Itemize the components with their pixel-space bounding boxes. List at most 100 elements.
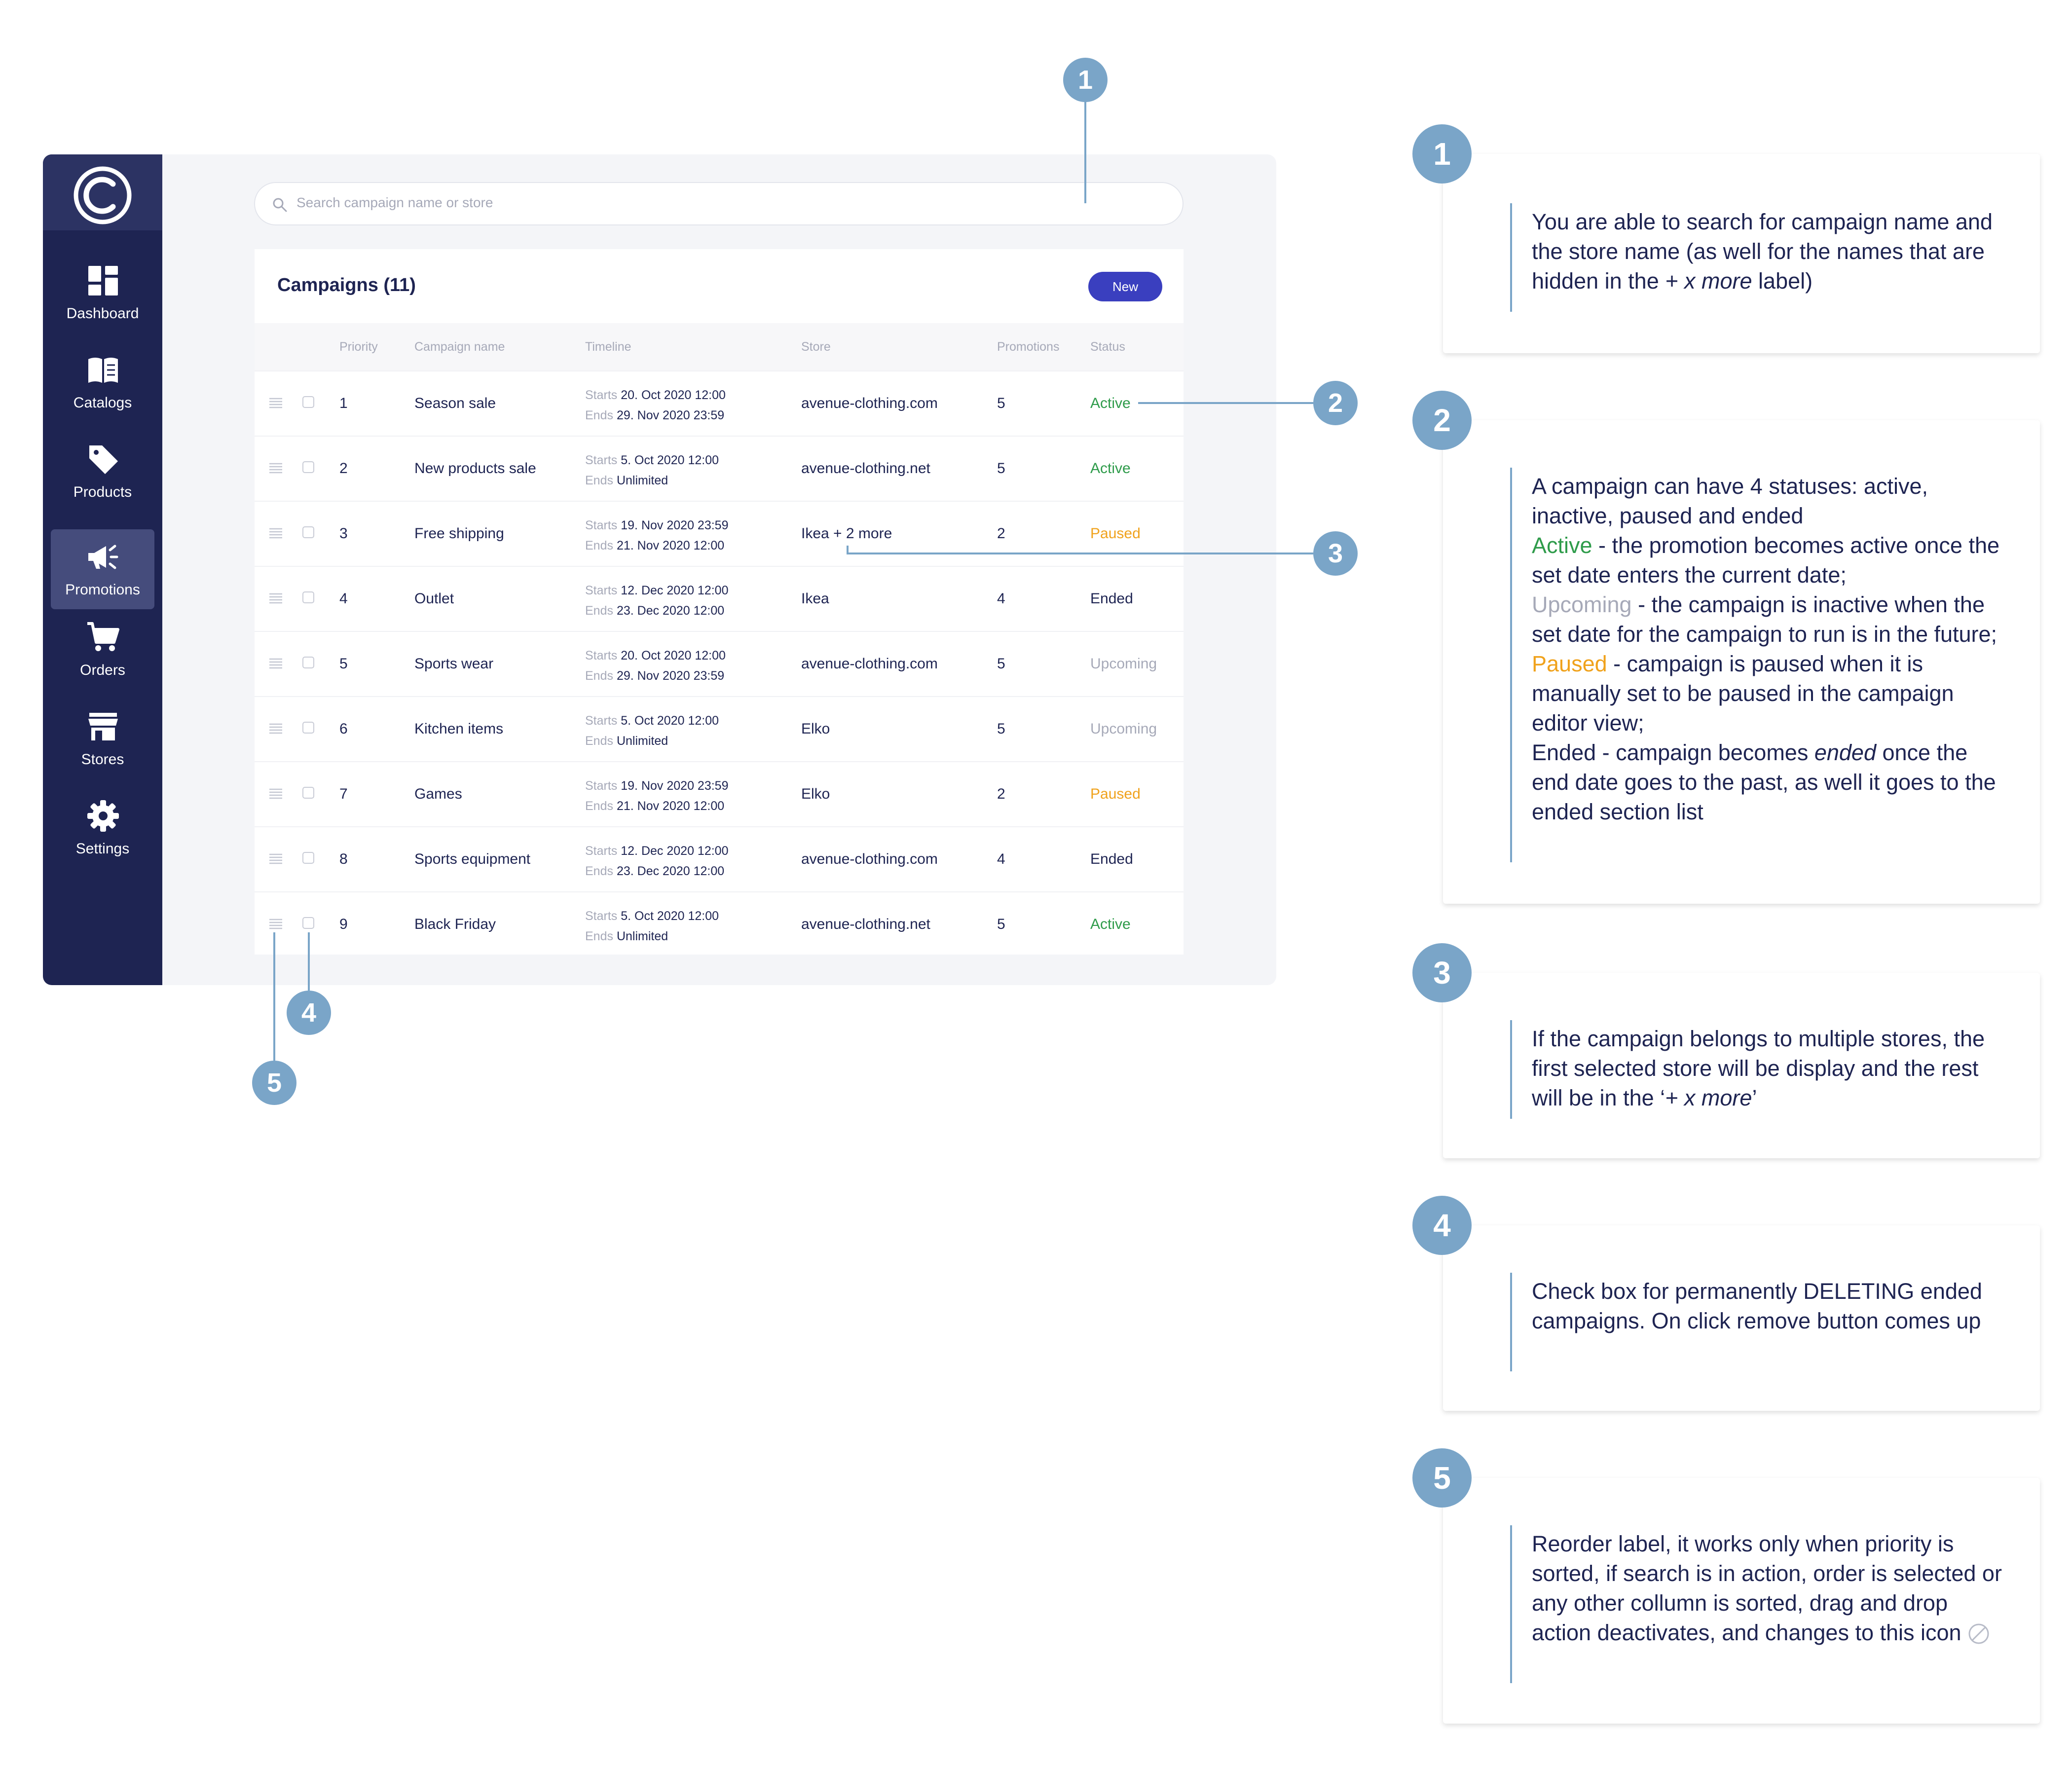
nav-promotions[interactable]: Promotions <box>51 529 154 609</box>
drag-handle-icon[interactable] <box>268 397 283 409</box>
campaign-name-cell[interactable]: Free shipping <box>414 525 504 542</box>
callout-4: 4 <box>287 991 331 1035</box>
note-5-text-wrap: Reorder label, it works only when priori… <box>1532 1529 2010 1648</box>
nav-stores[interactable]: Stores <box>51 699 154 779</box>
starts-value: 20. Oct 2020 12:00 <box>621 388 726 402</box>
campaign-name-cell[interactable]: Kitchen items <box>414 721 504 737</box>
col-store[interactable]: Store <box>801 340 831 354</box>
campaign-name-cell[interactable]: Games <box>414 786 462 802</box>
promotions-cell: 2 <box>997 786 1005 802</box>
note-3: If the campaign belongs to multiple stor… <box>1443 973 2040 1158</box>
nav-catalogs[interactable]: Catalogs <box>51 342 154 422</box>
campaign-name-cell[interactable]: Outlet <box>414 590 454 607</box>
nav-orders[interactable]: Orders <box>51 610 154 690</box>
col-priority[interactable]: Priority <box>339 340 378 354</box>
col-campaign-name[interactable]: Campaign name <box>414 340 505 354</box>
store-cell: avenue-clothing.com <box>801 395 938 411</box>
drag-handle-icon[interactable] <box>268 592 283 604</box>
new-campaign-button[interactable]: New <box>1088 272 1162 301</box>
drag-handle-icon[interactable] <box>268 658 283 669</box>
campaigns-card: Campaigns (11) New Priority Campaign nam… <box>255 249 1184 955</box>
row-checkbox[interactable] <box>302 657 314 668</box>
drag-handle-icon[interactable] <box>268 723 283 735</box>
status-badge: Upcoming <box>1090 656 1157 672</box>
nav-dashboard[interactable]: Dashboard <box>51 253 154 333</box>
note-badge-2: 2 <box>1412 391 1472 450</box>
nav-products[interactable]: Products <box>51 432 154 512</box>
status-badge: Active <box>1090 460 1131 477</box>
store-icon <box>88 713 118 740</box>
nav-settings[interactable]: Settings <box>51 788 154 868</box>
col-timeline[interactable]: Timeline <box>585 340 631 354</box>
nav-label-settings: Settings <box>75 841 130 857</box>
note-badge-3: 3 <box>1412 943 1472 1002</box>
campaign-name-cell[interactable]: Sports equipment <box>414 851 531 867</box>
row-checkbox[interactable] <box>302 852 314 864</box>
drag-handle-icon[interactable] <box>268 462 283 474</box>
nav-label-dashboard: Dashboard <box>66 305 139 322</box>
ends-label: Ends <box>585 408 613 422</box>
promotions-cell: 5 <box>997 656 1005 672</box>
row-checkbox[interactable] <box>302 526 314 538</box>
sidebar: Dashboard Catalogs Products Promoti <box>43 154 162 985</box>
row-checkbox[interactable] <box>302 787 314 799</box>
starts-label: Starts <box>585 909 618 923</box>
row-checkbox[interactable] <box>302 722 314 734</box>
campaign-name-cell[interactable]: Sports wear <box>414 656 494 672</box>
starts-label: Starts <box>585 518 618 532</box>
campaigns-app: Dashboard Catalogs Products Promoti <box>43 154 1276 985</box>
starts-value: 19. Nov 2020 23:59 <box>621 518 729 532</box>
store-cell[interactable]: Ikea + 2 more <box>801 525 892 542</box>
megaphone-icon <box>88 545 118 569</box>
starts-label: Starts <box>585 453 618 467</box>
ends-value: 23. Dec 2020 12:00 <box>616 864 725 878</box>
row-checkbox[interactable] <box>302 461 314 473</box>
ends-label: Ends <box>585 734 613 748</box>
col-status[interactable]: Status <box>1090 340 1125 354</box>
drag-handle-icon[interactable] <box>268 918 283 930</box>
note-1-text: You are able to search for campaign name… <box>1532 209 1993 294</box>
priority-cell: 9 <box>339 916 348 932</box>
search-placeholder: Search campaign name or store <box>296 195 493 210</box>
tag-icon <box>89 445 118 474</box>
cart-icon <box>87 622 119 651</box>
starts-value: 5. Oct 2020 12:00 <box>621 909 719 923</box>
note-5-bar <box>1510 1525 1512 1683</box>
starts-value: 19. Nov 2020 23:59 <box>621 779 729 793</box>
col-promotions[interactable]: Promotions <box>997 340 1060 354</box>
priority-cell: 1 <box>339 395 348 411</box>
search-input[interactable]: Search campaign name or store <box>254 182 1184 225</box>
row-checkbox[interactable] <box>302 917 314 929</box>
status-badge: Paused <box>1090 525 1141 542</box>
starts-value: 12. Dec 2020 12:00 <box>621 844 729 858</box>
status-badge: Ended <box>1090 851 1133 867</box>
nav-label-orders: Orders <box>80 662 125 678</box>
campaign-name-cell[interactable]: Season sale <box>414 395 496 411</box>
starts-label: Starts <box>585 779 618 793</box>
store-cell: avenue-clothing.com <box>801 656 938 672</box>
campaign-name-cell[interactable]: New products sale <box>414 460 536 477</box>
logo-area <box>43 154 162 230</box>
campaign-name-cell[interactable]: Black Friday <box>414 916 496 932</box>
row-checkbox[interactable] <box>302 396 314 408</box>
logo-icon <box>74 166 132 224</box>
ends-label: Ends <box>585 929 613 943</box>
drag-handle-icon[interactable] <box>268 788 283 800</box>
drag-handle-icon[interactable] <box>268 527 283 539</box>
row-checkbox[interactable] <box>302 591 314 603</box>
ends-label: Ends <box>585 799 613 813</box>
drag-handle-icon[interactable] <box>268 853 283 865</box>
search-icon <box>273 198 287 212</box>
